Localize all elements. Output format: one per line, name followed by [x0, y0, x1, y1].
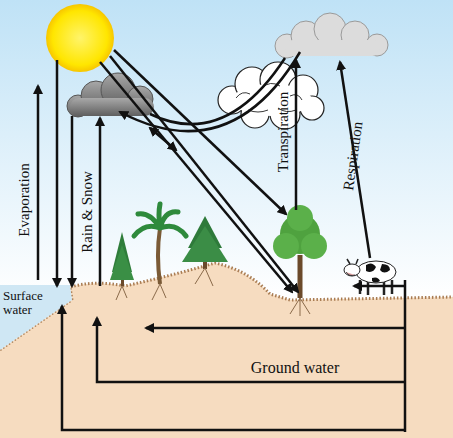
process-label: Transpiration	[275, 92, 292, 172]
flow-arrows	[38, 50, 405, 432]
process-label: Rain & Snow	[79, 171, 96, 253]
cow	[344, 259, 396, 295]
cloud	[275, 13, 388, 58]
water-label: Surface water	[3, 289, 61, 318]
roots	[116, 268, 310, 316]
process-label: Evaporation	[16, 163, 33, 236]
deciduous-tree	[273, 205, 327, 298]
sky	[0, 0, 453, 300]
pine-tree	[182, 216, 228, 269]
palm-tree	[134, 204, 186, 284]
land	[0, 263, 453, 438]
water-label: Ground water	[251, 359, 339, 377]
conifer-tree	[110, 232, 134, 286]
